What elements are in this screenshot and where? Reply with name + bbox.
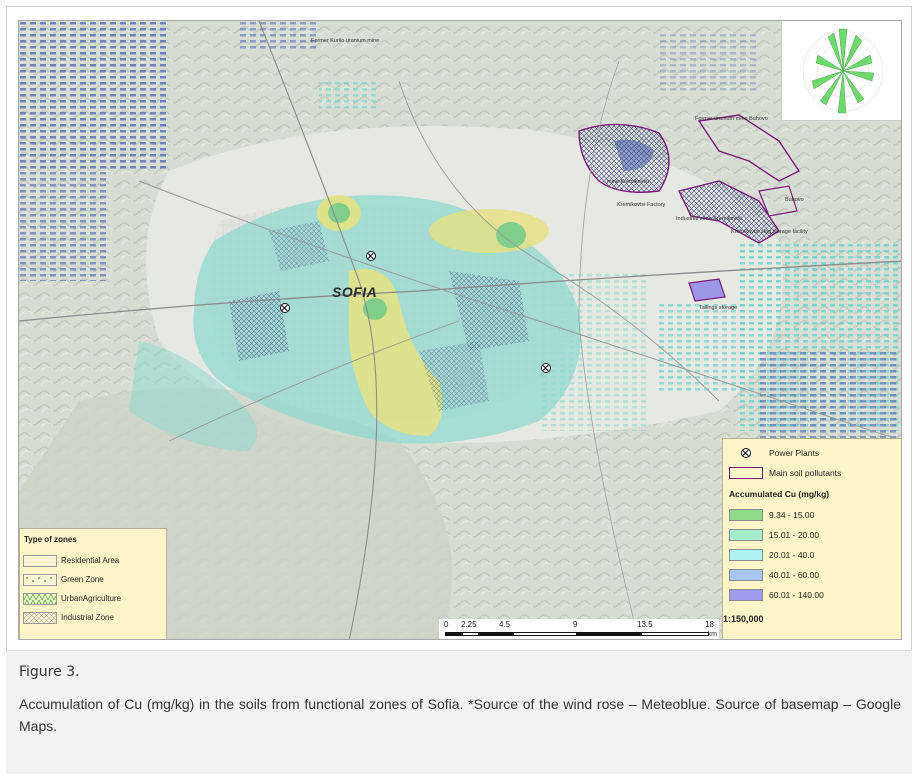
scale-tick: 2.25	[461, 620, 477, 629]
place-label: Buhovo	[785, 197, 804, 203]
scale-segment	[462, 632, 479, 636]
city-label: SOFIA	[332, 284, 378, 300]
zone-legend-label: Industrial Zone	[61, 613, 114, 622]
urban-agriculture-swatch	[23, 592, 57, 605]
place-label: Industrial zone Kremikovtsi	[676, 216, 742, 222]
zone-type-legend: Type of zones Residential Area Green Zon…	[19, 528, 167, 639]
zone-legend-item: Residential Area	[20, 551, 166, 570]
cu-class-label: 15.01 - 20.00	[769, 530, 820, 540]
scale-segment	[577, 632, 641, 636]
cu-class-item: 40.01 - 60.00	[723, 565, 901, 585]
zone-legend-item: Green Zone	[20, 570, 166, 589]
cu-class-label: 60.01 - 140.00	[769, 590, 824, 600]
pollutants-legend-item: Main soil pollutants	[723, 463, 901, 483]
scale-segment	[513, 632, 577, 636]
place-label: Tailings storage	[699, 305, 738, 311]
wind-rose	[781, 21, 901, 121]
power-plants-label: Power Plants	[769, 448, 820, 458]
zone-legend-item: UrbanAgriculture	[20, 589, 166, 608]
cu-class-swatch	[729, 509, 763, 521]
cu-class-label: 40.01 - 60.00	[769, 570, 820, 580]
cu-class-item: 60.01 - 140.00	[723, 585, 901, 605]
zone-legend-label: UrbanAgriculture	[61, 594, 122, 603]
cu-class-label: 20.01 - 40.0	[769, 550, 815, 560]
cu-class-label: 9.34 - 15.00	[769, 510, 815, 520]
power-plant-icon	[741, 448, 751, 458]
figure-caption: Figure 3. Accumulation of Cu (mg/kg) in …	[6, 650, 912, 774]
cu-class-swatch	[729, 549, 763, 561]
zone-legend-title: Type of zones	[24, 535, 77, 544]
power-plant-icon	[366, 251, 376, 261]
industrial-zone-swatch	[23, 611, 57, 624]
cu-class-swatch	[729, 569, 763, 581]
zone-legend-item: Industrial Zone	[20, 608, 166, 627]
power-plant-symbol	[729, 447, 763, 459]
wind-rose-chart	[802, 28, 884, 114]
scale-segment	[445, 632, 462, 636]
place-label: Kremikovtsi Factory	[617, 202, 666, 208]
scale-tick: 0	[444, 620, 449, 629]
green-zone-swatch	[23, 573, 57, 586]
scale-segment	[479, 632, 513, 636]
figure-label: Figure 3.	[19, 664, 80, 680]
scale-unit: km	[707, 631, 717, 638]
place-label: Former Kurilo uranium mine	[311, 38, 380, 44]
map-figure: SOFIA Former Kurilo uranium mine Former …	[18, 20, 902, 640]
cu-legend-title: Accumulated Cu (mg/kg)	[729, 489, 830, 499]
scale-segment	[641, 632, 709, 636]
scale-tick: 4.5	[499, 620, 511, 629]
place-label: Kremikovtsi slag storage facility	[731, 229, 808, 235]
place-label: mine Kremikovtsi	[607, 179, 649, 185]
cu-class-swatch	[729, 529, 763, 541]
cu-class-item: 9.34 - 15.00	[723, 505, 901, 525]
map-scale-text: 1:150,000	[723, 614, 764, 624]
cu-class-swatch	[729, 589, 763, 601]
figure-caption-text: Accumulation of Cu (mg/kg) in the soils …	[19, 696, 901, 734]
zone-legend-label: Residential Area	[61, 556, 120, 565]
pollutant-outline-swatch	[729, 467, 763, 479]
zone-legend-label: Green Zone	[61, 575, 104, 584]
pollutants-label: Main soil pollutants	[769, 468, 842, 478]
scale-tick: 13.5	[637, 620, 653, 629]
scale-tick: 18	[705, 620, 714, 629]
cu-class-item: 20.01 - 40.0	[723, 545, 901, 565]
residential-swatch	[23, 554, 57, 567]
scale-tick: 9	[573, 620, 578, 629]
power-plants-legend-item: Power Plants	[723, 443, 901, 463]
cu-legend: Power Plants Main soil pollutants Accumu…	[722, 438, 901, 639]
cu-class-item: 15.01 - 20.00	[723, 525, 901, 545]
place-label: Former uranium mine Buhovo	[695, 116, 768, 122]
power-plant-icon	[280, 303, 290, 313]
scale-bar: 0 2.25 4.5 9 13.5 18 km	[439, 619, 719, 639]
power-plant-icon	[541, 363, 551, 373]
